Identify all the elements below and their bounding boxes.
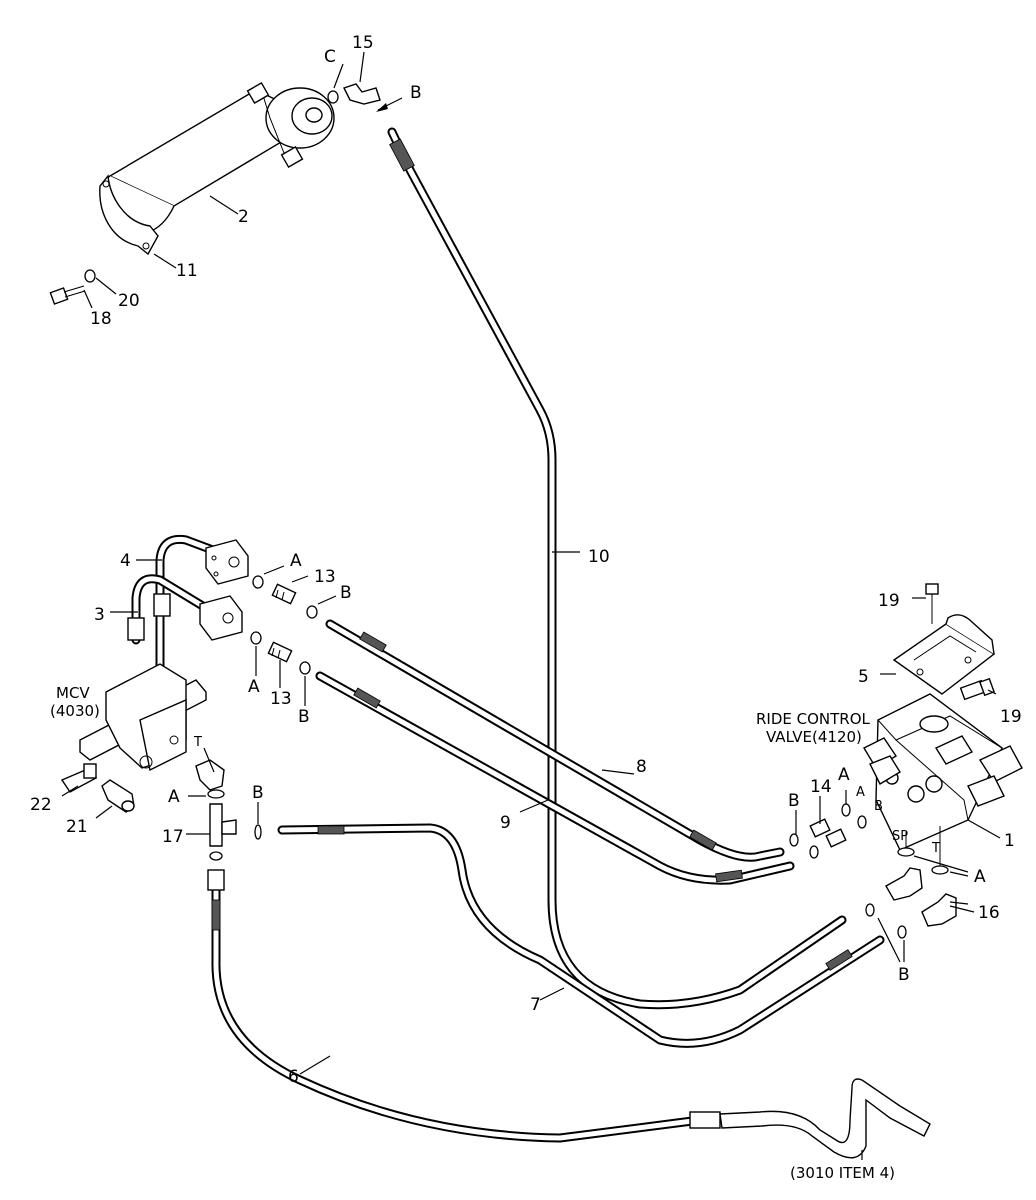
label-part-14: 14 bbox=[810, 777, 832, 797]
hose-part-10 bbox=[387, 127, 847, 1010]
label-a-lower: A bbox=[248, 677, 260, 697]
o-ring-a-14 bbox=[841, 803, 851, 817]
label-part-17: 17 bbox=[162, 827, 184, 847]
label-a-14: A bbox=[838, 765, 850, 785]
bolt-part-19-top bbox=[925, 583, 939, 624]
label-part-1: 1 bbox=[1004, 831, 1015, 851]
label-b-17: B bbox=[252, 783, 264, 803]
label-part-18: 18 bbox=[90, 309, 112, 329]
hose-part-8 bbox=[325, 619, 785, 862]
washer-part-20 bbox=[84, 269, 96, 283]
o-ring-b-lower bbox=[299, 661, 311, 675]
o-ring-b-14 bbox=[789, 833, 799, 847]
label-rcv: RIDE CONTROL bbox=[756, 710, 871, 728]
label-part-13-lower: 13 bbox=[270, 689, 292, 709]
arrow-b-top-head bbox=[376, 103, 388, 112]
o-ring-b-16b bbox=[897, 925, 907, 939]
o-ring-a-14b bbox=[857, 815, 867, 829]
label-part-16: 16 bbox=[978, 903, 1000, 923]
label-part-19-right: 19 bbox=[1000, 707, 1022, 727]
bolt-part-18 bbox=[49, 285, 86, 305]
label-mcv-code: (4030) bbox=[50, 702, 100, 720]
leader-lines bbox=[61, 51, 1001, 1160]
o-ring-a-lower bbox=[250, 631, 262, 645]
label-part-11: 11 bbox=[176, 261, 198, 281]
elbow-fitting-part-15 bbox=[343, 83, 381, 105]
label-part-19-top: 19 bbox=[878, 591, 900, 611]
adapter-part-13-lower bbox=[267, 641, 293, 663]
o-ring-sp bbox=[897, 847, 915, 857]
label-3010-item-4: (3010 ITEM 4) bbox=[790, 1164, 895, 1182]
label-part-7: 7 bbox=[530, 995, 541, 1015]
adapter-part-13-upper bbox=[271, 583, 297, 605]
hose-part-6 bbox=[211, 875, 931, 1159]
label-part-4: 4 bbox=[120, 551, 131, 571]
label-part-22: 22 bbox=[30, 795, 52, 815]
o-ring-c bbox=[327, 90, 339, 104]
label-b-16: B bbox=[898, 965, 910, 985]
o-ring-b-14b bbox=[809, 845, 819, 859]
sensor-part-21 bbox=[101, 779, 135, 813]
o-ring-t bbox=[931, 865, 949, 875]
bracket-part-5 bbox=[892, 614, 996, 695]
bolt-part-19-right bbox=[959, 677, 995, 701]
label-part-8: 8 bbox=[636, 757, 647, 777]
adapter-part-14 bbox=[809, 818, 847, 848]
label-part-15: 15 bbox=[352, 33, 374, 53]
o-ring-a-upper bbox=[252, 575, 264, 589]
label-port-sp: SP bbox=[892, 829, 908, 844]
label-port-a: A bbox=[856, 785, 865, 800]
fitting-part-22 bbox=[60, 763, 97, 793]
tube-part-3 bbox=[127, 574, 243, 645]
label-rcv-code: VALVE(4120) bbox=[766, 728, 862, 746]
label-part-21: 21 bbox=[66, 817, 88, 837]
label-b-top: B bbox=[410, 83, 422, 103]
label-part-13-upper: 13 bbox=[314, 567, 336, 587]
label-c: C bbox=[324, 47, 336, 67]
label-port-t: T bbox=[931, 841, 940, 856]
label-port-b: B bbox=[874, 799, 883, 814]
label-part-6: 6 bbox=[288, 1067, 299, 1087]
tee-fitting-part-17 bbox=[207, 789, 262, 891]
label-part-2: 2 bbox=[238, 207, 249, 227]
o-ring-b-16a bbox=[865, 903, 875, 917]
ride-control-valve-4120 bbox=[863, 693, 1023, 851]
label-mcv-t: T bbox=[193, 735, 202, 750]
label-a-upper: A bbox=[290, 551, 302, 571]
mcv-valve-4030 bbox=[79, 663, 225, 791]
label-b-lower: B bbox=[298, 707, 310, 727]
label-part-3: 3 bbox=[94, 605, 105, 625]
label-b-14: B bbox=[788, 791, 800, 811]
label-part-9: 9 bbox=[500, 813, 511, 833]
elbow-fitting-part-16 bbox=[885, 867, 957, 927]
hose-part-7 bbox=[277, 823, 885, 1048]
label-b-upper: B bbox=[340, 583, 352, 603]
label-part-20: 20 bbox=[118, 291, 140, 311]
clamp-part-11 bbox=[99, 174, 159, 256]
o-ring-b-upper bbox=[306, 605, 318, 619]
label-mcv: MCV bbox=[56, 684, 90, 702]
label-part-5: 5 bbox=[858, 667, 869, 687]
label-part-10: 10 bbox=[588, 547, 610, 567]
label-a-17: A bbox=[168, 787, 180, 807]
label-a-right: A bbox=[974, 867, 986, 887]
hose-part-9 bbox=[315, 671, 795, 885]
accumulator-part-2 bbox=[100, 81, 335, 235]
